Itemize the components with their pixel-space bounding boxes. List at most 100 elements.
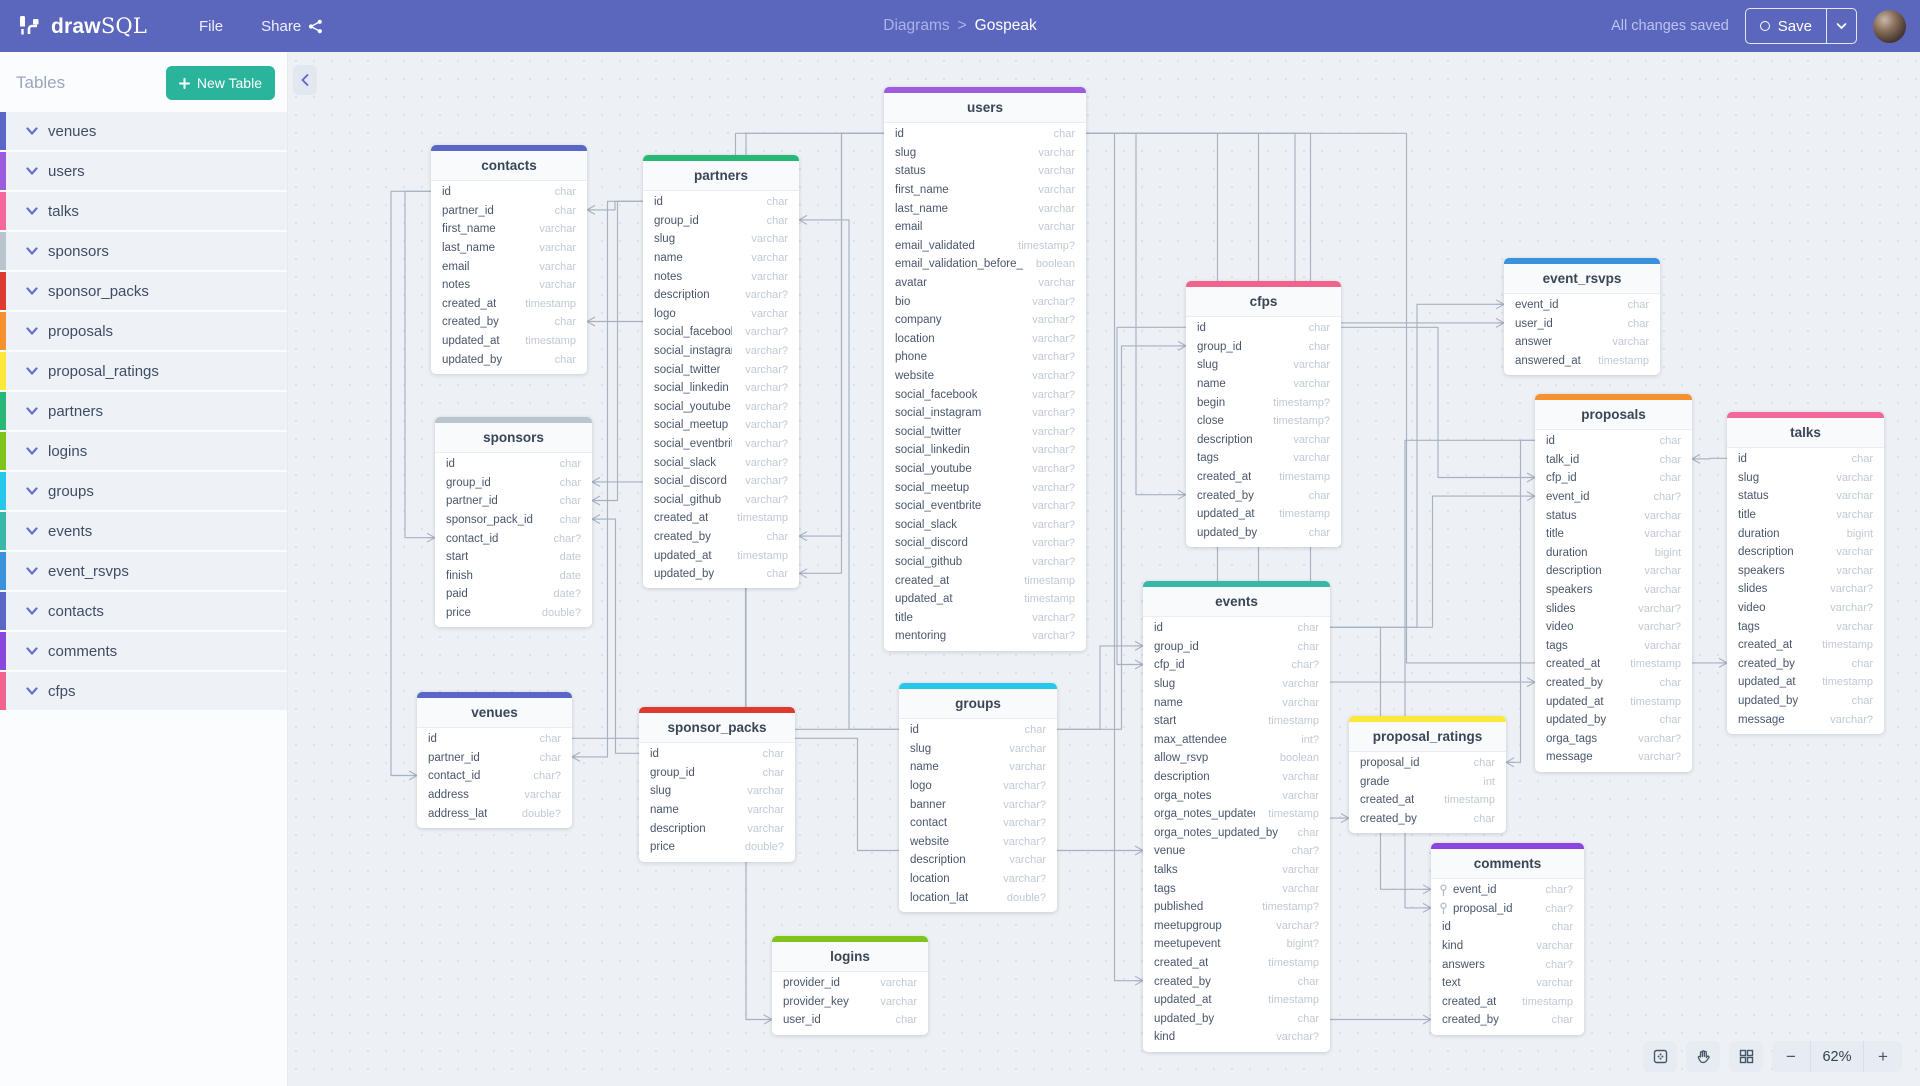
chevron-down-icon[interactable] — [26, 366, 38, 376]
chevron-down-icon[interactable] — [26, 686, 38, 696]
chevron-down-icon[interactable] — [26, 206, 38, 216]
sidebar-item-sponsors[interactable]: sponsors — [0, 232, 287, 270]
chevron-down-icon[interactable] — [26, 286, 38, 296]
sidebar-item-talks[interactable]: talks — [0, 192, 287, 230]
fit-view-button[interactable] — [1643, 1041, 1677, 1072]
chevron-down-icon[interactable] — [26, 326, 38, 336]
sidebar-item-event_rsvps[interactable]: event_rsvps — [0, 552, 287, 590]
sidebar-item-sponsor_packs[interactable]: sponsor_packs — [0, 272, 287, 310]
sidebar-item-venues[interactable]: venues — [0, 112, 287, 150]
menu-share[interactable]: Share — [249, 10, 335, 43]
save-dropdown-button[interactable] — [1826, 9, 1856, 43]
pan-hand-button[interactable] — [1686, 1041, 1720, 1072]
sidebar-item-contacts[interactable]: contacts — [0, 592, 287, 630]
sidebar-item-users[interactable]: users — [0, 152, 287, 190]
auto-layout-button[interactable] — [1729, 1041, 1763, 1072]
zoom-out-button[interactable]: − — [1772, 1041, 1810, 1072]
avatar[interactable] — [1873, 9, 1906, 43]
